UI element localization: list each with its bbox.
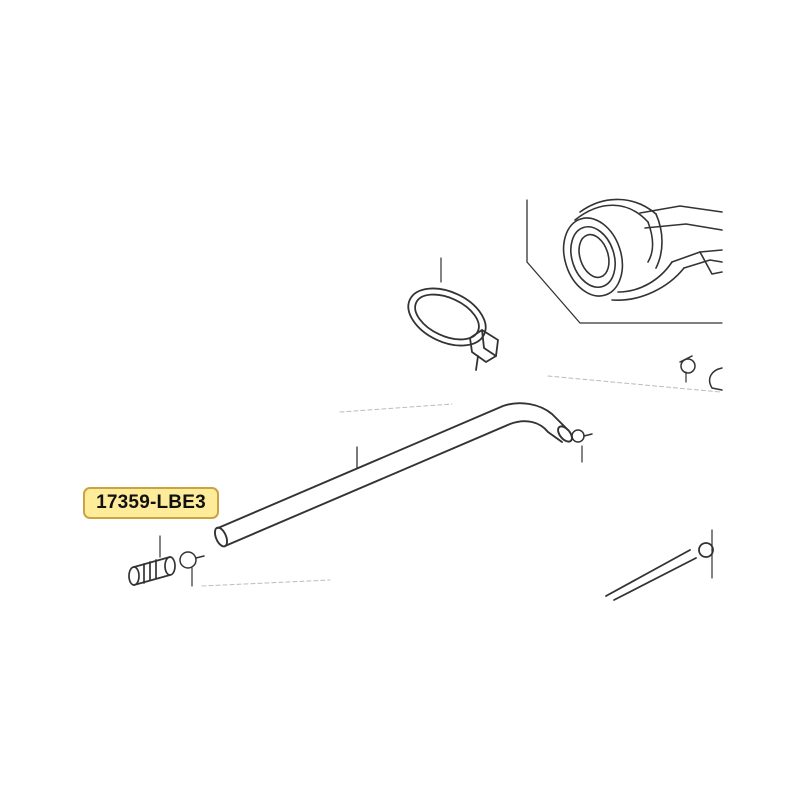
lower-hose xyxy=(605,529,714,601)
small-hose-clip-left xyxy=(179,551,205,587)
small-hose-clip-right xyxy=(571,429,593,463)
part-number-callout: 17359-LBE3 xyxy=(83,487,219,519)
small-hose-clip-upper xyxy=(679,355,723,391)
guide-lines xyxy=(201,375,721,587)
long-bent-hose xyxy=(214,402,573,548)
inset-frame xyxy=(526,199,723,324)
hose-joint-connector xyxy=(128,535,176,586)
large-band-clamp xyxy=(407,257,499,371)
upper-elbow-hose-assembly xyxy=(562,198,723,301)
